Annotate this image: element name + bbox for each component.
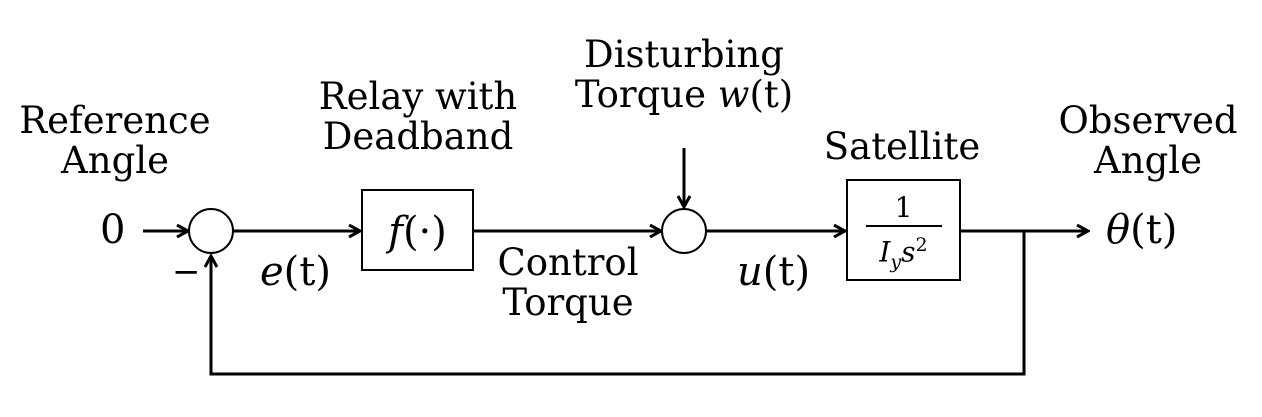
relay-block: f(·) <box>361 189 474 271</box>
error-fn: e <box>260 249 284 295</box>
tf-numerator: 1 <box>894 191 913 224</box>
output-fn: θ <box>1106 207 1131 253</box>
relay-line-1: Relay with <box>318 75 518 118</box>
minus-sign: − <box>172 252 201 292</box>
reference-angle-label: Reference Angle <box>15 101 215 181</box>
observed-line-2: Angle <box>1094 139 1202 182</box>
feedback-path <box>211 231 1026 376</box>
input-value: 0 <box>100 207 126 253</box>
error-signal: e(t) <box>260 249 331 295</box>
satellite-block: 1 Iys2 <box>846 179 961 281</box>
reference-line-2: Angle <box>61 139 169 182</box>
tf-den-I: I <box>879 235 891 269</box>
disturb-fn: w <box>717 73 750 116</box>
control-fn: u <box>737 249 763 295</box>
control-torque-label: Control Torque <box>468 243 668 323</box>
tf-den-s: s <box>901 235 916 269</box>
error-arg: (t) <box>283 249 331 295</box>
tf-fraction-bar <box>865 225 942 227</box>
disturbing-torque-label: Disturbing Torque w(t) <box>554 35 814 115</box>
observed-angle-label: Observed Angle <box>1048 101 1248 181</box>
disturbing-line-2: Torque w(t) <box>554 75 814 115</box>
summing-junction-2 <box>661 208 707 254</box>
relay-fn: f <box>388 209 403 255</box>
relay-label: Relay with Deadband <box>308 77 528 157</box>
disturb-arg: (t) <box>749 73 794 116</box>
control-line-2: Torque <box>502 281 634 324</box>
control-line-1: Control <box>497 241 639 284</box>
tf-den-exp: 2 <box>915 234 928 256</box>
observed-line-1: Observed <box>1058 99 1238 142</box>
output-signal: θ(t) <box>1106 207 1177 253</box>
summing-junction-1 <box>188 208 234 254</box>
relay-arg: (·) <box>402 209 447 255</box>
transfer-function: 1 Iys2 <box>848 193 959 277</box>
control-arg: (t) <box>762 249 811 295</box>
satellite-label: Satellite <box>823 125 981 168</box>
relay-line-2: Deadband <box>322 115 514 158</box>
output-arg: (t) <box>1130 207 1178 253</box>
reference-line-1: Reference <box>19 99 211 142</box>
disturbing-line-1: Disturbing <box>584 33 784 76</box>
tf-denominator: Iys2 <box>879 230 927 277</box>
control-signal: u(t) <box>737 249 810 295</box>
disturbing-torque-word: Torque <box>574 73 706 116</box>
tf-den-sub: y <box>890 250 902 273</box>
